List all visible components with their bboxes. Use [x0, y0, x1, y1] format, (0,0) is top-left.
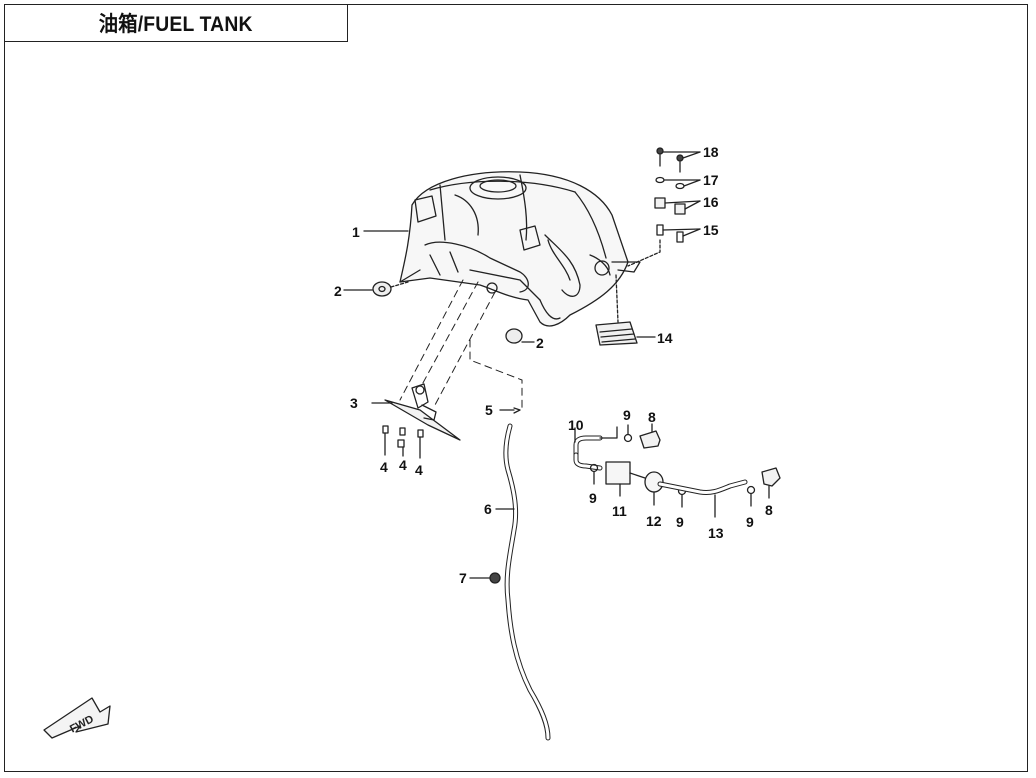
page-title: 油箱/FUEL TANK	[98, 12, 253, 36]
callout-14: 14	[657, 330, 673, 346]
fuel-filter	[605, 461, 646, 497]
quick-connector-lower	[761, 467, 781, 499]
callout-3: 3	[350, 395, 358, 411]
callout-4-c: 4	[415, 462, 423, 478]
callout-7: 7	[459, 570, 467, 586]
fuel-pump	[371, 383, 461, 441]
drawing-frame	[4, 4, 1028, 772]
drain-hose	[495, 423, 551, 741]
fuel-tank	[399, 171, 641, 327]
title-box: 油箱/FUEL TANK	[4, 4, 348, 42]
rubber-cushion-right	[505, 328, 535, 344]
callout-17: 17	[703, 172, 719, 188]
guard-plate	[595, 274, 656, 346]
callout-11: 11	[612, 503, 627, 519]
callout-10: 10	[568, 417, 584, 433]
callout-4-b: 4	[399, 457, 407, 473]
clamp-5	[499, 407, 521, 414]
callout-12: 12	[646, 513, 662, 529]
fwd-arrow-icon	[43, 697, 111, 739]
callout-2-right: 2	[536, 335, 544, 351]
rubber-cushion-left	[343, 281, 409, 297]
fuel-hose-13	[657, 479, 748, 518]
callout-1: 1	[352, 224, 360, 240]
callout-15: 15	[703, 222, 719, 238]
callout-16: 16	[703, 194, 719, 210]
callout-18: 18	[703, 144, 719, 160]
callout-13: 13	[708, 525, 724, 541]
quick-connector-upper	[639, 423, 661, 449]
callout-8-lower: 8	[765, 502, 773, 518]
callout-6: 6	[484, 501, 492, 517]
callout-9-b: 9	[589, 490, 597, 506]
damper-12	[644, 471, 664, 506]
callout-5: 5	[485, 402, 493, 418]
callout-2-left: 2	[334, 283, 342, 299]
callout-9-c: 9	[676, 514, 684, 530]
callout-8-upper: 8	[648, 409, 656, 425]
fuel-hose-10	[573, 426, 618, 471]
mounting-hardware	[627, 147, 701, 267]
callout-9-a: 9	[623, 407, 631, 423]
callout-4-a: 4	[380, 459, 388, 475]
pump-screws	[382, 425, 424, 459]
grommet	[469, 572, 501, 584]
assembly-lines	[399, 279, 523, 411]
callout-9-d: 9	[746, 514, 754, 530]
